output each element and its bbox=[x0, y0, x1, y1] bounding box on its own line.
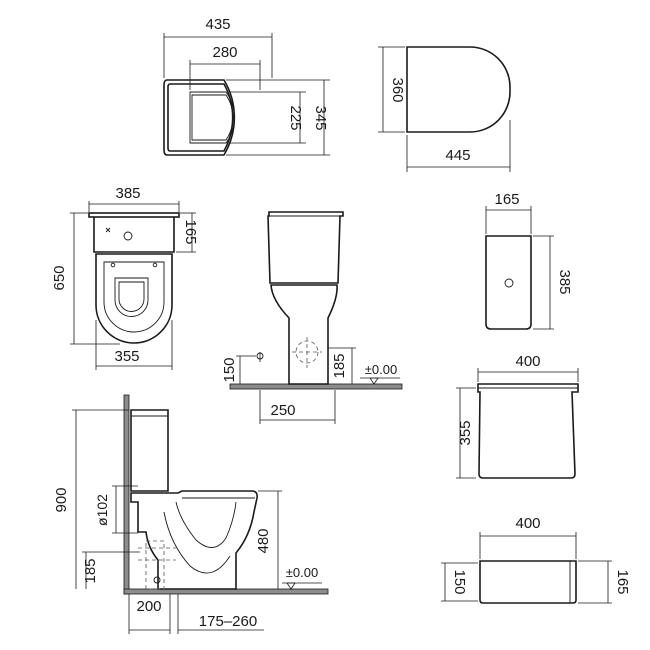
dim-cistern-side-width: 400 bbox=[515, 515, 540, 532]
dim-front-floor-level: ±0.00 bbox=[365, 362, 397, 377]
dim-pan-length: 650 bbox=[51, 265, 68, 290]
dim-lid-length: 445 bbox=[445, 147, 470, 164]
dim-front-fixing-spacing: 250 bbox=[270, 402, 295, 419]
cistern-top-view: 165 385 bbox=[485, 191, 573, 330]
dim-side-total-height: 900 bbox=[53, 487, 70, 512]
dim-lid-depth: 360 bbox=[389, 77, 406, 102]
wall-side bbox=[123, 394, 130, 595]
dim-seat-total-length: 435 bbox=[205, 16, 230, 33]
dim-side-inlet-height: 185 bbox=[82, 558, 99, 583]
dim-seat-inner-length: 280 bbox=[212, 44, 237, 61]
dim-cistern-depth-top: 165 bbox=[182, 219, 199, 244]
dim-pan-width: 385 bbox=[115, 185, 140, 202]
dim-front-inlet-height: 185 bbox=[331, 353, 348, 378]
cistern-front-view: 400 355 bbox=[456, 353, 579, 479]
lid-top-view: 360 445 bbox=[378, 46, 511, 172]
cistern-lid-view: 400 150 165 bbox=[441, 515, 631, 604]
dim-front-waste-height: 150 bbox=[221, 357, 238, 382]
dim-side-rim-height: 480 bbox=[255, 528, 272, 553]
dim-seat-inner-width: 225 bbox=[287, 105, 304, 130]
front-view: 150 185 ±0.00 250 bbox=[221, 211, 403, 424]
pan-top-view: 385 165 650 355 bbox=[51, 185, 199, 370]
dim-seat-total-width: 345 bbox=[312, 105, 329, 130]
dim-cistern-top-depth: 165 bbox=[494, 191, 519, 208]
dim-cistern-front-height: 355 bbox=[457, 420, 474, 445]
dim-cistern-front-width: 400 bbox=[515, 353, 540, 370]
dim-pan-base-length: 355 bbox=[114, 348, 139, 365]
seat-top-view: 435 280 225 345 bbox=[163, 16, 330, 156]
dim-side-pipe-diameter: ø102 bbox=[94, 494, 110, 526]
dim-side-floor-level: ±0.00 bbox=[286, 565, 318, 580]
dim-side-wall-offset: 200 bbox=[136, 598, 161, 615]
side-section-view: 900 ø102 480 185 ±0.00 200 175–260 bbox=[53, 394, 329, 634]
dim-cistern-side-height-right: 165 bbox=[614, 569, 631, 594]
dim-cistern-side-height-left: 150 bbox=[451, 569, 468, 594]
dim-cistern-top-width: 385 bbox=[556, 269, 573, 294]
dim-side-outlet-range: 175–260 bbox=[199, 613, 257, 630]
